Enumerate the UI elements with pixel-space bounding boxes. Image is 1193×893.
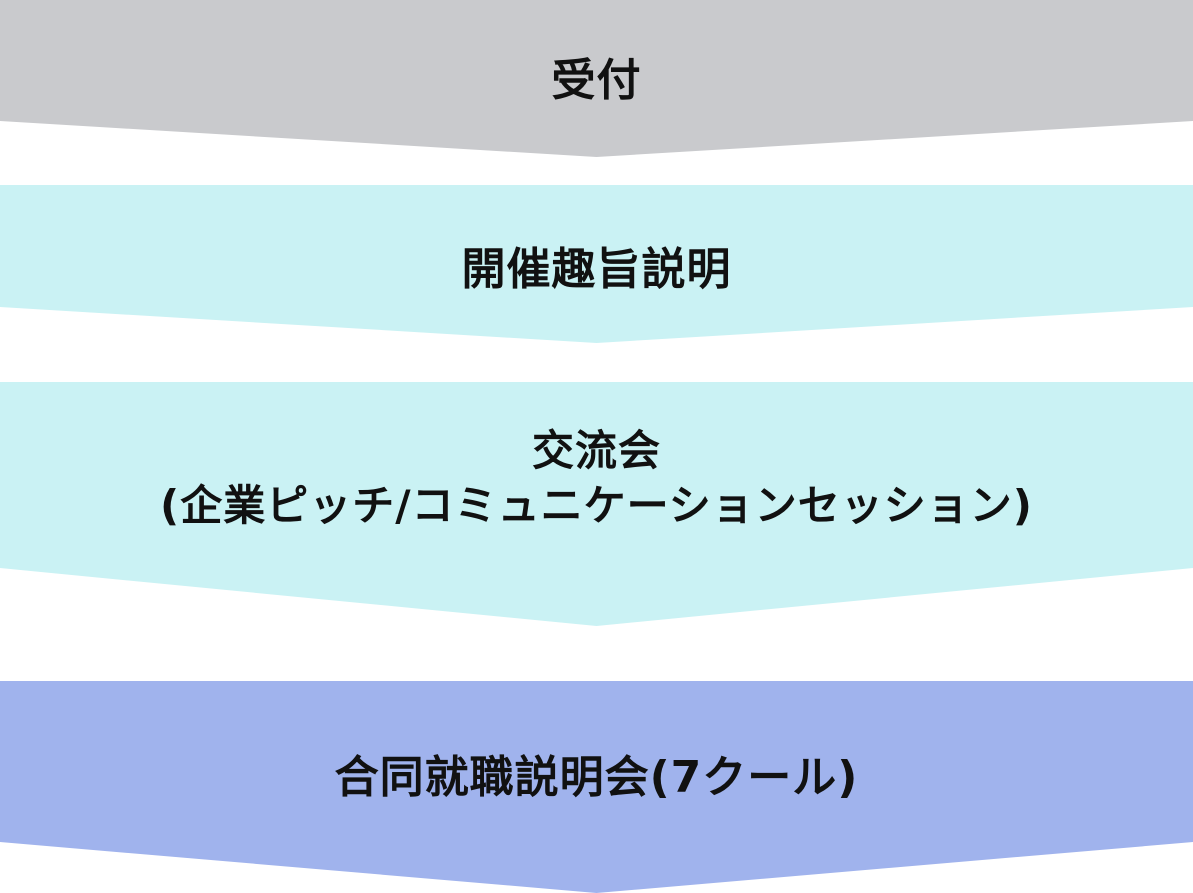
step-label: 開催趣旨説明: [461, 244, 732, 295]
step-label: 合同就職説明会(7クール): [334, 752, 859, 803]
flow-step-reception: 受付: [0, 0, 1193, 157]
step-label: 交流会: [531, 426, 661, 475]
step-label: 受付: [551, 55, 642, 106]
step-sublabel: (企業ピッチ/コミュニケーションセッション): [160, 480, 1033, 530]
flow-step-joint-briefing: 合同就職説明会(7クール): [0, 681, 1193, 893]
flow-step-networking: 交流会 (企業ピッチ/コミュニケーションセッション): [0, 382, 1193, 626]
flow-step-purpose-explanation: 開催趣旨説明: [0, 185, 1193, 343]
